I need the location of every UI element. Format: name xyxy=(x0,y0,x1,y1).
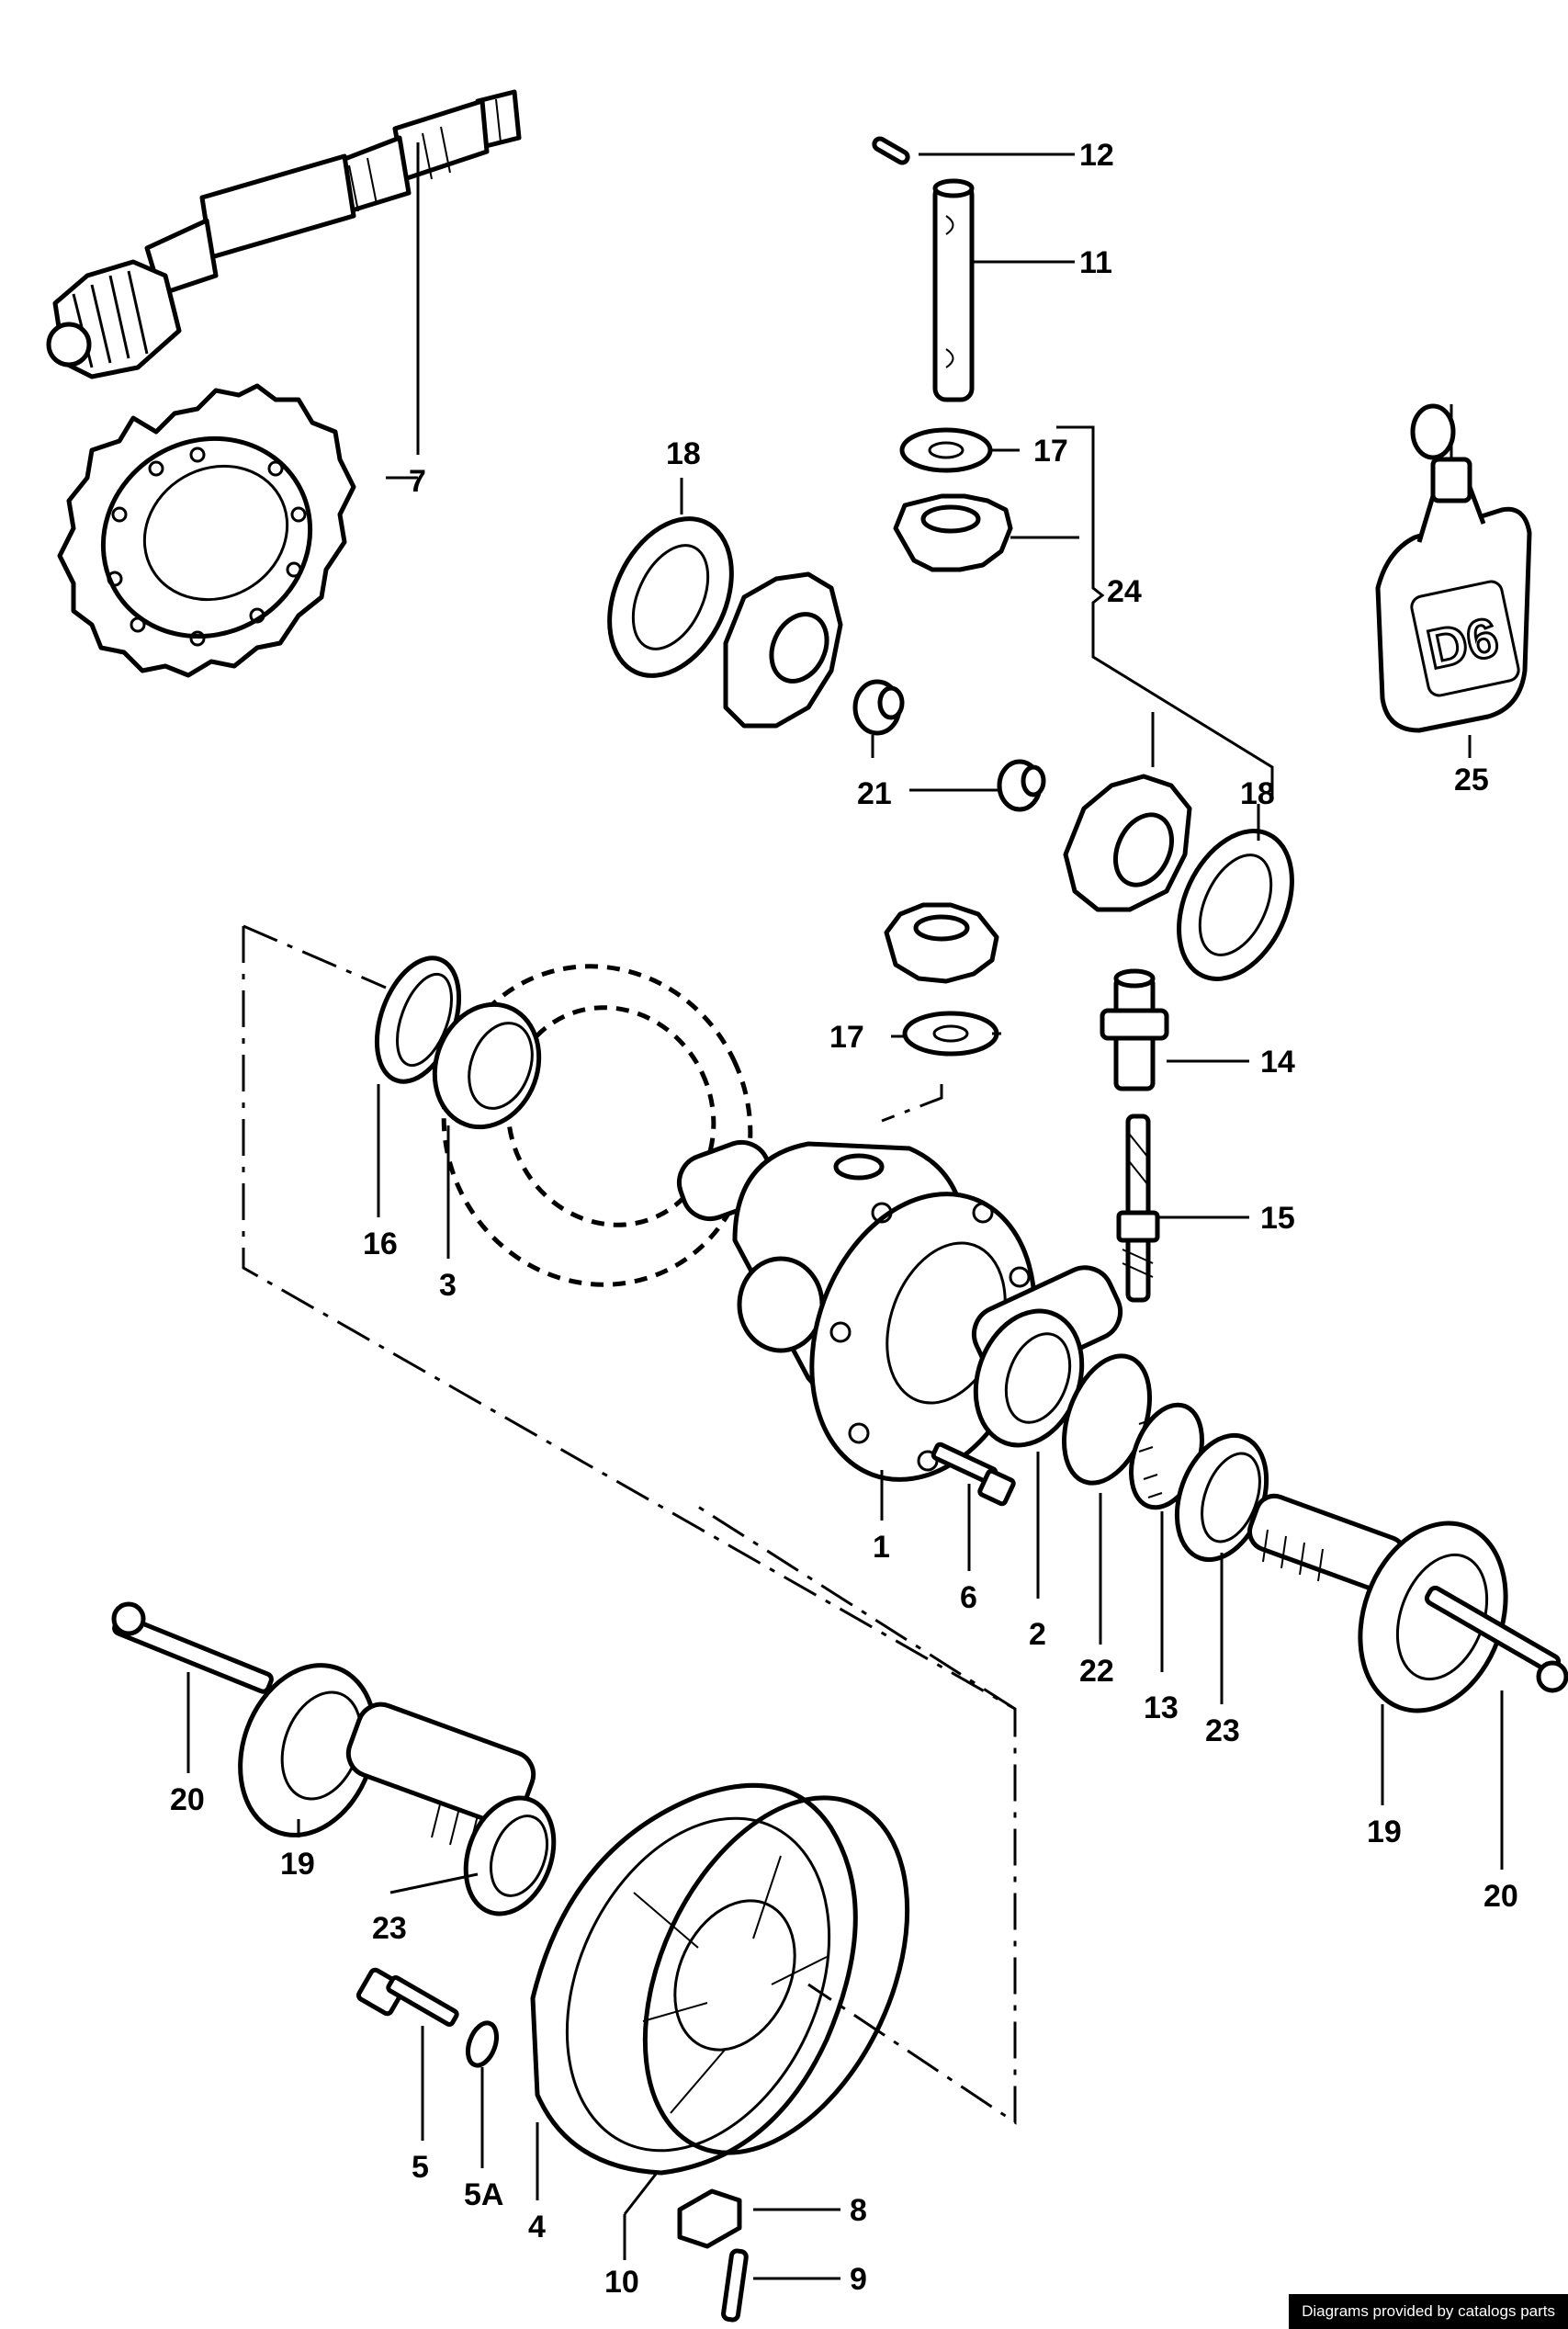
leader-lines xyxy=(186,142,1504,2280)
callout-22: 22 xyxy=(1079,1654,1114,1689)
thrust-washer-right xyxy=(1177,829,1294,981)
planet-gear-bottom xyxy=(884,902,999,984)
pinion-shaft xyxy=(46,89,522,379)
bottle-label: D6 xyxy=(1422,605,1504,680)
cover-gasket xyxy=(642,1795,910,2155)
callout-6: 6 xyxy=(960,1580,977,1615)
callout-9: 9 xyxy=(850,2262,867,2297)
bushing-upper xyxy=(852,679,905,736)
drive-flange-left xyxy=(238,1663,536,1860)
callout-12: 12 xyxy=(1079,138,1114,173)
callout-11: 11 xyxy=(1079,245,1112,280)
thrust-washer-top xyxy=(899,427,993,473)
cover-bolt xyxy=(356,1967,459,2027)
ring-gear xyxy=(57,383,356,678)
sealing-washer xyxy=(465,2020,500,2068)
drive-flange-right xyxy=(1247,1493,1508,1713)
differential-housing xyxy=(676,1139,1123,1482)
callout-3: 3 xyxy=(439,1268,457,1303)
oil-seal-right xyxy=(1174,1432,1269,1563)
callout-10: 10 xyxy=(604,2265,639,2300)
callout-5: 5 xyxy=(412,2150,429,2185)
callout-20-right: 20 xyxy=(1483,1879,1518,1914)
callout-18-right: 18 xyxy=(1240,776,1275,811)
callout-17-top: 17 xyxy=(1033,434,1068,469)
callout-17-bottom: 17 xyxy=(829,1020,864,1055)
callout-13: 13 xyxy=(1144,1690,1179,1725)
side-gear-right xyxy=(1063,774,1192,912)
thrust-washer-bottom xyxy=(902,1011,999,1057)
speedometer-bushing xyxy=(1100,968,1169,1091)
tapered-bearing-right xyxy=(973,1308,1085,1448)
oil-seal-lower xyxy=(463,1795,557,1916)
thrust-washer-left xyxy=(607,516,734,678)
callout-21: 21 xyxy=(857,776,892,811)
callout-4: 4 xyxy=(528,2210,546,2244)
differential-cover xyxy=(530,1782,858,2176)
magnet xyxy=(677,2188,742,2249)
spider-shaft xyxy=(932,178,975,402)
callout-19-right: 19 xyxy=(1367,1815,1402,1849)
callout-18-left: 18 xyxy=(666,436,701,471)
side-gear-left xyxy=(723,571,843,729)
diagram-credit: Diagrams provided by catalogs parts xyxy=(1289,2294,1568,2329)
flange-bolt-left xyxy=(111,1601,274,1694)
callout-14: 14 xyxy=(1260,1045,1295,1080)
pin xyxy=(872,136,910,165)
callout-16: 16 xyxy=(363,1227,398,1261)
callout-2: 2 xyxy=(1029,1617,1046,1652)
tapered-bearing-left xyxy=(432,1001,542,1130)
flange-bolt-right xyxy=(1424,1585,1568,1693)
callout-20-left: 20 xyxy=(170,1782,205,1817)
callout-labels: 12 11 17 7 18 24 21 18 25 14 17 15 16 3 … xyxy=(170,138,1518,2300)
planet-gear-top xyxy=(893,493,1013,572)
ring-gear-outline xyxy=(441,964,753,1287)
bolt-small xyxy=(931,1441,1016,1507)
lubricant-bottle: D6 xyxy=(1375,403,1532,733)
callout-23-left: 23 xyxy=(372,1911,407,1946)
callout-1: 1 xyxy=(873,1530,890,1565)
callout-19-left: 19 xyxy=(280,1847,315,1882)
callout-7: 7 xyxy=(409,464,426,499)
callout-5a: 5A xyxy=(464,2177,503,2212)
callout-8: 8 xyxy=(850,2193,867,2228)
callout-15: 15 xyxy=(1260,1201,1295,1236)
bushing-lower xyxy=(997,759,1046,812)
callout-24: 24 xyxy=(1107,574,1142,609)
group-bracket-24 xyxy=(1056,425,1274,799)
callout-23-right: 23 xyxy=(1205,1713,1240,1748)
callout-25: 25 xyxy=(1454,763,1489,797)
speedometer-driven-gear xyxy=(1116,1114,1160,1303)
drive-pin xyxy=(721,2248,749,2323)
